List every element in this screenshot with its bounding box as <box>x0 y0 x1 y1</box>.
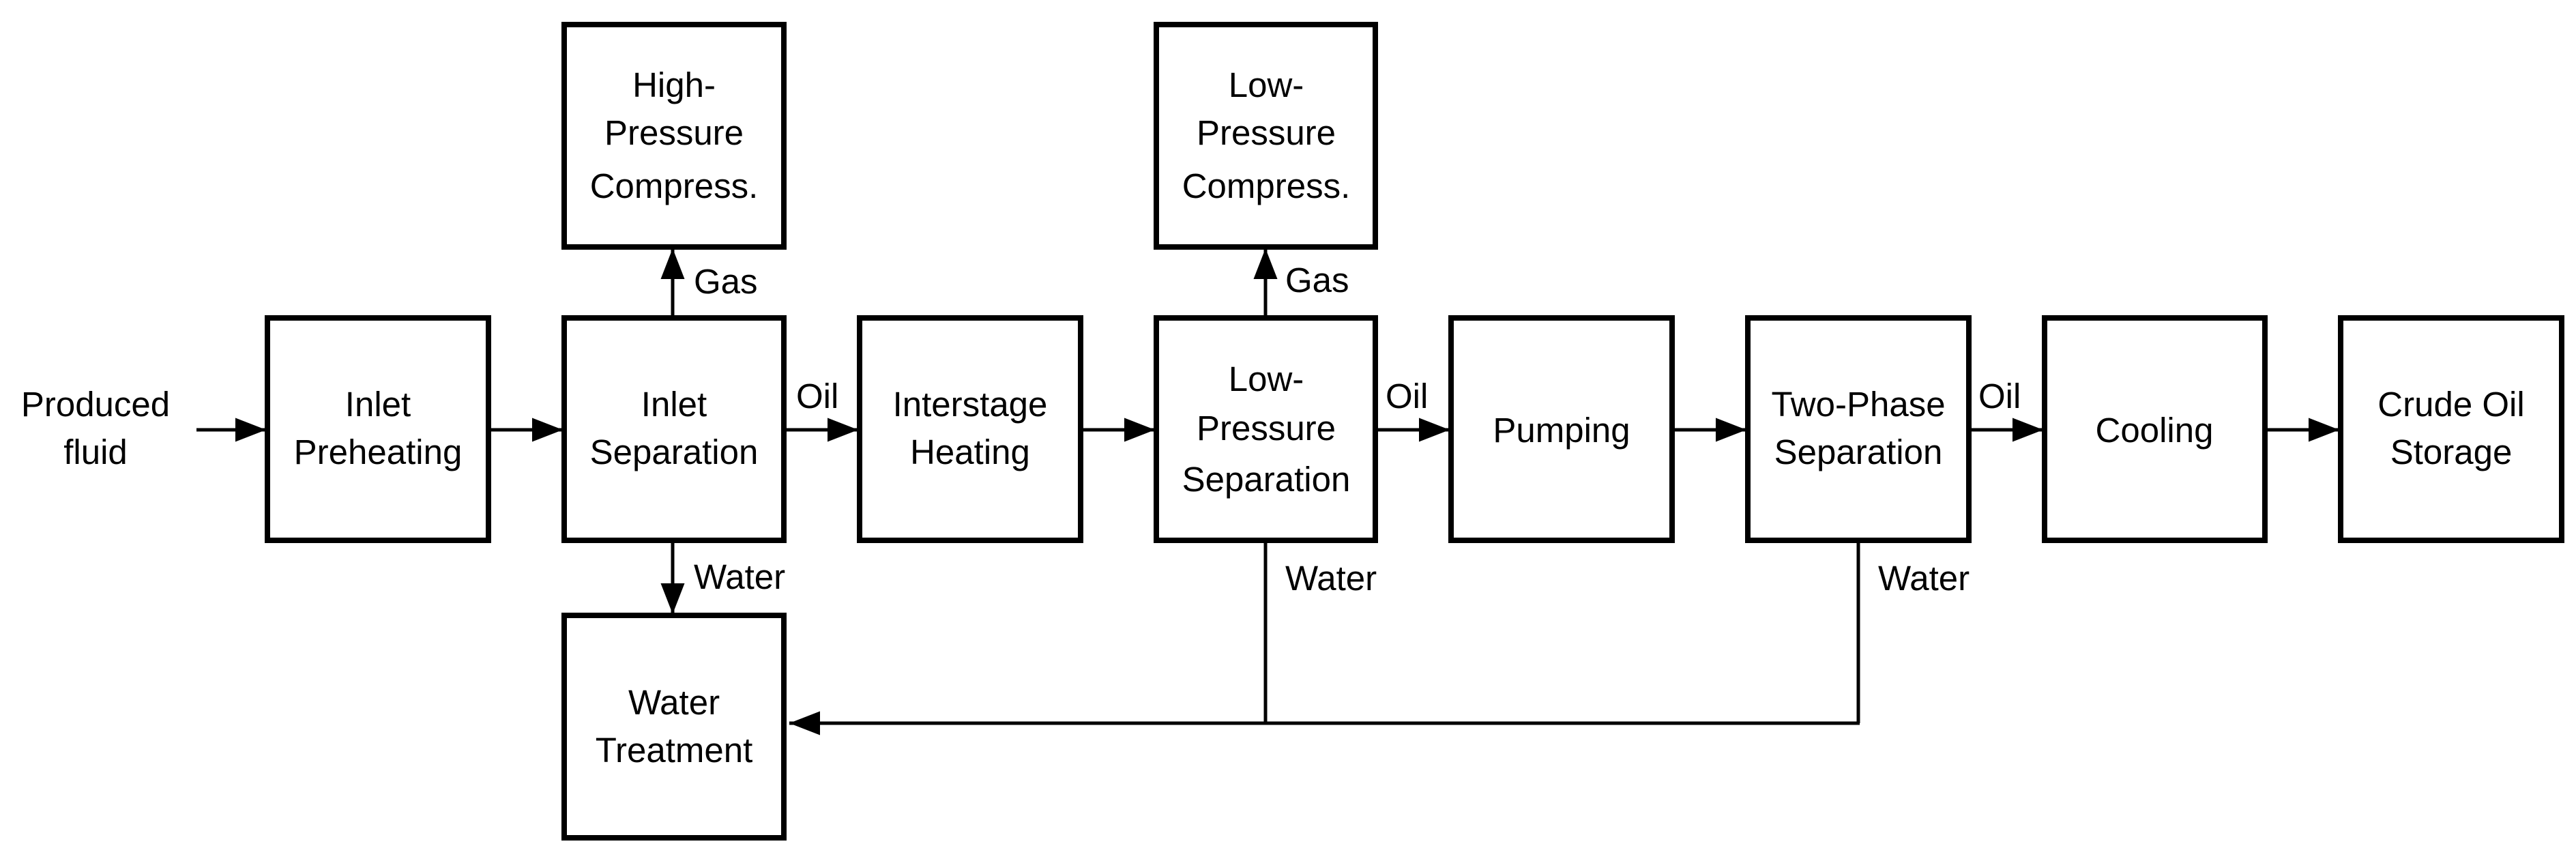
box-low-pressure-compress: Low- Pressure Compress. <box>1154 22 1378 250</box>
box-label-line: Treatment <box>596 731 753 770</box>
box-interstage-heating: Interstage Heating <box>857 315 1083 543</box>
box-label-line: Pressure <box>1197 409 1336 448</box>
box-label-line: Pressure <box>604 113 744 152</box>
stream-label-water-2: Water <box>1285 559 1377 598</box>
box-high-pressure-compress: High- Pressure Compress. <box>561 22 787 250</box>
stream-label-oil-3: Oil <box>1978 377 2021 415</box>
stream-label-gas-lp: Gas <box>1285 261 1349 300</box>
box-label-line: Compress. <box>1182 166 1351 205</box>
box-label-line: Separation <box>1182 460 1351 499</box>
source-label-line-1: Produced <box>21 385 170 424</box>
stream-labels: Gas Gas Oil Oil Oil Water Water Water <box>694 261 2021 598</box>
box-crude-oil-storage: Crude Oil Storage <box>2338 315 2564 543</box>
box-label-line: Low- <box>1229 65 1304 104</box>
box-label-line: Separation <box>590 433 759 471</box>
stream-label-water-1: Water <box>694 557 785 596</box>
box-label-line: Pumping <box>1493 411 1630 450</box>
box-pumping: Pumping <box>1448 315 1675 543</box>
source-label: Produced fluid <box>21 385 170 471</box>
stream-label-water-3: Water <box>1878 559 1970 598</box>
stream-label-oil-2: Oil <box>1386 377 1428 415</box>
box-water-treatment: Water Treatment <box>561 613 787 841</box>
box-label-line: Preheating <box>294 433 463 471</box>
box-label-line: Cooling <box>2096 411 2214 450</box>
box-label-line: Crude Oil <box>2377 385 2524 424</box>
box-label-line: Inlet <box>345 385 411 424</box>
box-label-line: Water <box>628 683 720 722</box>
box-cooling: Cooling <box>2042 315 2268 543</box>
box-two-phase-separation: Two-Phase Separation <box>1745 315 1972 543</box>
box-label-line: Heating <box>910 433 1030 471</box>
box-label-line: Inlet <box>641 385 707 424</box>
connectors <box>196 248 2339 735</box>
stream-label-gas-hp: Gas <box>694 262 758 301</box>
box-label-line: Two-Phase <box>1771 385 1945 424</box>
box-label-line: Interstage <box>893 385 1048 424</box>
source-label-line-2: fluid <box>63 433 128 471</box>
box-inlet-separation: Inlet Separation <box>561 315 787 543</box>
box-label-line: Compress. <box>590 166 759 205</box>
box-low-pressure-separation: Low- Pressure Separation <box>1154 315 1378 543</box>
box-label-line: Storage <box>2390 433 2513 471</box>
box-inlet-preheating: Inlet Preheating <box>265 315 491 543</box>
box-label-line: Low- <box>1229 360 1304 398</box>
stream-label-oil-1: Oil <box>796 377 838 415</box>
box-label-line: Separation <box>1774 433 1943 471</box>
box-label-line: Pressure <box>1197 113 1336 152</box>
box-label-line: High- <box>632 65 716 104</box>
